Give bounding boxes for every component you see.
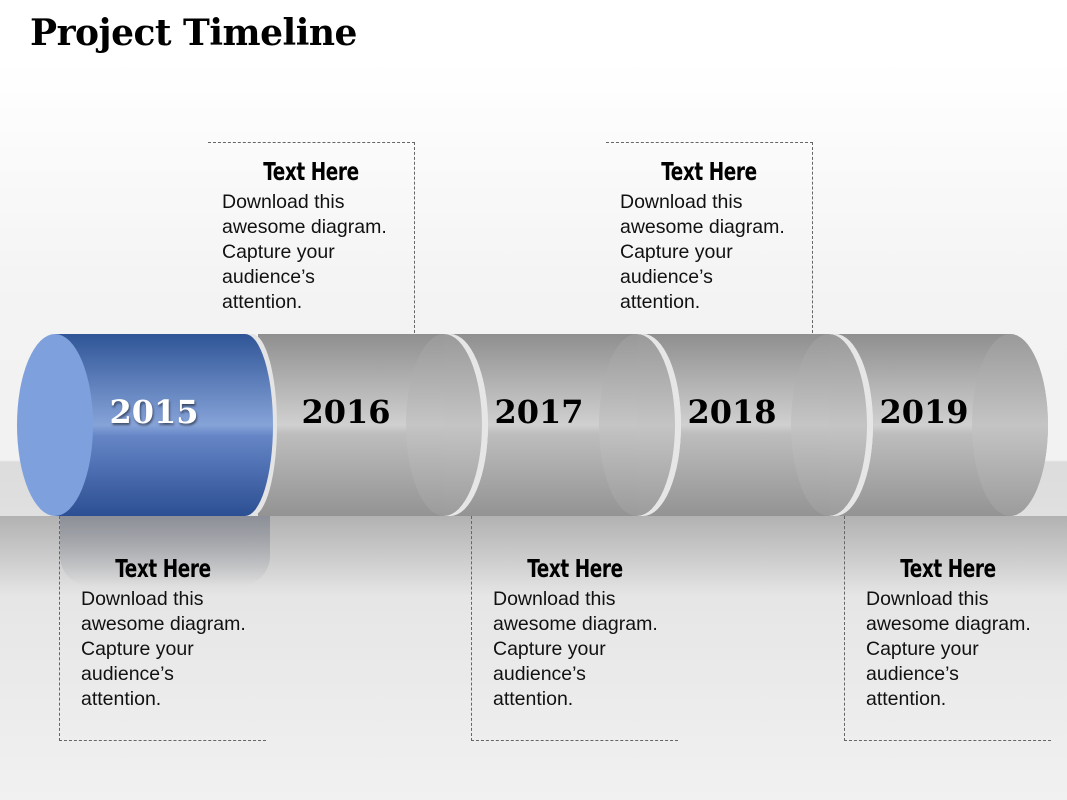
callout-2017: Text Here Download this awesome diagram.… xyxy=(471,516,678,741)
callout-body: Download this awesome diagram. Capture y… xyxy=(222,191,387,313)
blue-reflection xyxy=(60,516,270,586)
callout-heading: Text Here xyxy=(115,554,211,583)
callout-body: Download this awesome diagram. Capture y… xyxy=(620,191,785,313)
callout-heading: Text Here xyxy=(527,554,623,583)
year-label-2019: 2019 xyxy=(879,393,969,431)
callout-2016: Text Here Download this awesome diagram.… xyxy=(208,142,415,333)
callout-heading: Text Here xyxy=(263,157,359,186)
callout-2019: Text Here Download this awesome diagram.… xyxy=(844,516,1051,741)
timeline-cylinders xyxy=(17,334,1048,516)
page-title: Project Timeline xyxy=(30,12,357,54)
segment-2015 xyxy=(17,334,273,516)
callout-body: Download this awesome diagram. Capture y… xyxy=(81,588,246,710)
callout-heading: Text Here xyxy=(900,554,996,583)
callout-2018: Text Here Download this awesome diagram.… xyxy=(606,142,813,333)
callout-body: Download this awesome diagram. Capture y… xyxy=(866,588,1031,710)
callout-heading: Text Here xyxy=(661,157,757,186)
callout-body: Download this awesome diagram. Capture y… xyxy=(493,588,658,710)
year-label-2017: 2017 xyxy=(494,393,584,431)
callout-2015: Text Here Download this awesome diagram.… xyxy=(59,516,266,741)
year-label-2016: 2016 xyxy=(301,393,391,431)
year-label-2018: 2018 xyxy=(687,393,777,431)
year-label-2015: 2015 xyxy=(109,393,199,431)
